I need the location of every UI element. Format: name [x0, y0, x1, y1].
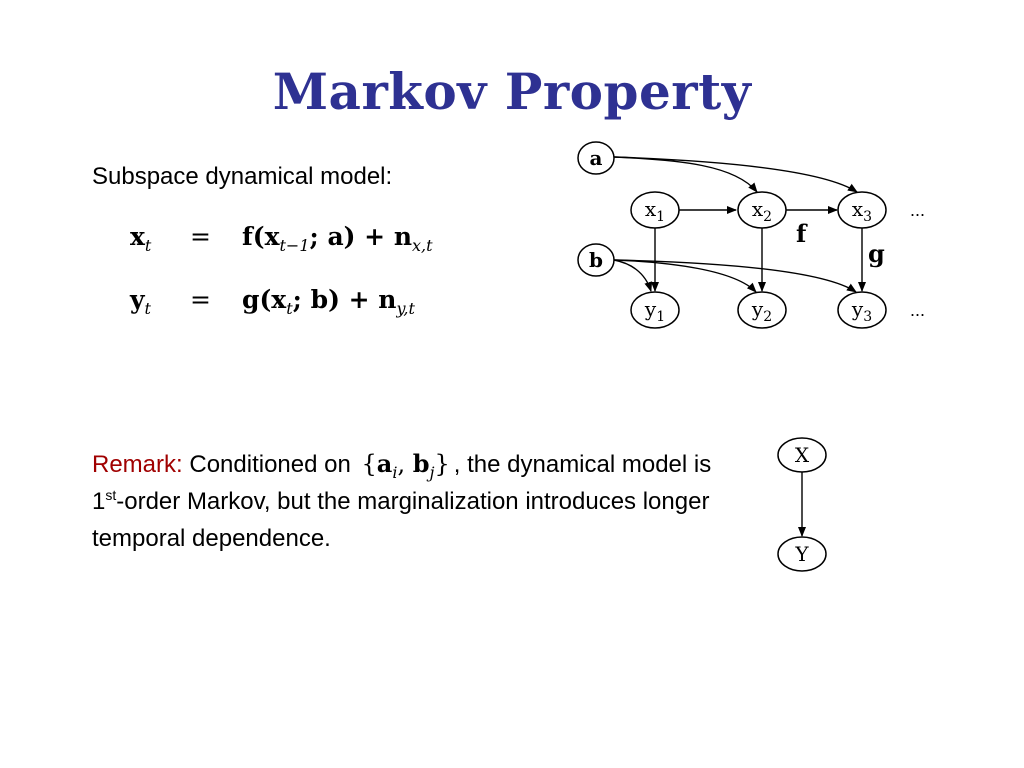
node-x2 — [737, 191, 787, 229]
eq1-rhs-b: ; a) + n — [309, 222, 413, 251]
eq1-rhs: f(xt−1; a) + nx,t — [242, 222, 433, 254]
label-x1: x1 — [645, 197, 665, 225]
eq2-lhs-symbol: y — [130, 285, 145, 314]
eq2-lhs: yt — [130, 285, 151, 317]
node-X — [777, 437, 827, 473]
label-y2-base: y — [751, 297, 764, 321]
label-x2-base: x — [752, 197, 764, 221]
label-x3-sub: 3 — [863, 209, 872, 225]
node-y3 — [837, 291, 887, 329]
label-x3-base: x — [852, 197, 864, 221]
eq2-rhs-a-sub: t — [286, 299, 293, 318]
label-y2-sub: 2 — [763, 309, 772, 325]
edge-label-g: g — [868, 239, 885, 268]
eq1-op: = — [190, 222, 211, 251]
eq1-rhs-a: f(x — [242, 222, 280, 251]
edge-b-y2 — [613, 259, 757, 293]
ellipsis-top: ... — [910, 200, 925, 220]
label-x2: x2 — [752, 197, 772, 225]
equation-x: xt = f(xt−1; a) + nx,t — [130, 222, 550, 272]
edge-b-y1 — [613, 259, 653, 292]
set-close-brace: } — [434, 450, 450, 478]
label-y1: y1 — [644, 297, 665, 325]
remark-text-2: , the dynamical model is 1 — [92, 451, 712, 515]
node-x3 — [837, 191, 887, 229]
eq1-rhs-b-sub: x,t — [412, 236, 433, 255]
edge-label-f: f — [796, 219, 808, 248]
label-Y: Y — [794, 542, 809, 566]
eq1-lhs-sub: t — [144, 236, 152, 255]
remark-label: Remark: — [92, 451, 183, 478]
node-y2 — [737, 291, 787, 329]
label-x3: x3 — [852, 197, 872, 225]
set-b-sub: j — [429, 463, 435, 482]
ellipsis-bottom: ... — [910, 300, 925, 320]
eq2-rhs-a: g(x — [242, 285, 287, 314]
equation-y: yt = g(xt; b) + ny,t — [130, 285, 550, 335]
set-b: b — [412, 449, 430, 478]
label-y3-base: y — [851, 297, 864, 321]
label-a: a — [590, 146, 603, 170]
remark-text-3: -order Markov, but the marginalization i… — [92, 488, 710, 552]
set-comma: , — [397, 450, 406, 478]
label-X: X — [795, 443, 810, 467]
remark-text-1: Conditioned on — [189, 451, 351, 478]
label-y1-base: y — [644, 297, 657, 321]
label-y3-sub: 3 — [863, 309, 872, 325]
set-expression: {ai, bj} — [362, 445, 450, 483]
label-b: b — [589, 248, 603, 272]
set-a-sub: i — [392, 463, 398, 482]
eq1-rhs-a-sub: t−1 — [279, 236, 310, 255]
remark-paragraph: Remark: Conditioned on {ai, bj}, the dyn… — [92, 445, 732, 557]
edge-a-x2 — [613, 156, 758, 193]
node-b — [577, 243, 615, 277]
eq2-rhs-b-sub: y,t — [396, 299, 415, 318]
remark-sup: st — [105, 487, 117, 503]
label-x1-base: x — [645, 197, 657, 221]
label-x2-sub: 2 — [763, 209, 772, 225]
label-y2: y2 — [751, 297, 772, 325]
label-y1-sub: 1 — [656, 309, 665, 325]
subtitle: Subspace dynamical model: — [92, 163, 393, 190]
eq2-lhs-sub: t — [144, 299, 151, 318]
node-a — [577, 141, 615, 175]
node-Y — [777, 536, 827, 572]
eq1-lhs-symbol: x — [130, 222, 145, 251]
eq2-op: = — [190, 285, 211, 314]
eq2-rhs: g(xt; b) + ny,t — [242, 285, 415, 317]
edge-a-x3 — [613, 156, 858, 193]
label-y3: y3 — [851, 297, 872, 325]
set-open-brace: { — [361, 450, 377, 478]
node-y1 — [630, 291, 680, 329]
slide-title: Markov Property — [272, 62, 752, 121]
eq1-lhs: xt — [130, 222, 151, 254]
eq2-rhs-b: ; b) + n — [292, 285, 397, 314]
edge-b-y3 — [613, 259, 857, 293]
node-x1 — [630, 191, 680, 229]
set-a: a — [376, 449, 393, 478]
label-x1-sub: 1 — [656, 209, 665, 225]
